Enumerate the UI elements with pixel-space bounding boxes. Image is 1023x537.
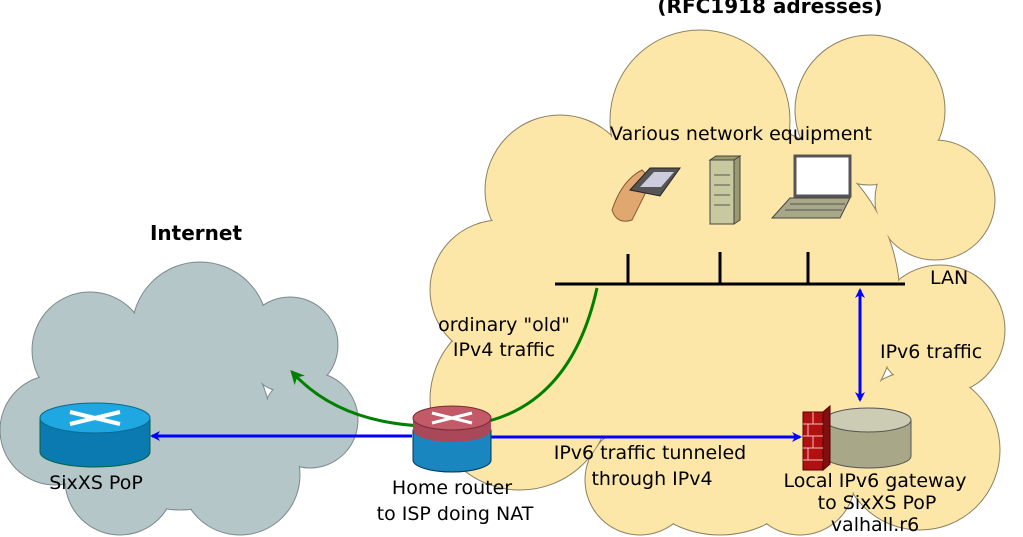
pda-icon <box>611 167 681 222</box>
gateway-label-2: to SixXS PoP <box>818 492 937 514</box>
lan-title: (RFC1918 adresses) <box>657 0 882 18</box>
lan-bus <box>555 252 905 286</box>
gateway-label-1: Local IPv6 gateway <box>784 470 967 492</box>
ipv6-traffic-label: IPv6 traffic <box>880 341 982 363</box>
internet-title: Internet <box>150 221 242 245</box>
laptop-icon <box>770 154 852 219</box>
lan-label: LAN <box>930 267 968 289</box>
gateway-label-3: valhall.r6 <box>831 514 919 536</box>
firewall-icon <box>802 404 831 472</box>
home-router-label-1: Home router <box>392 477 512 499</box>
internet-cloud <box>0 261 359 536</box>
tunnel-label-2: through IPv4 <box>591 468 712 490</box>
tunnel-label-1: IPv6 traffic tunneled <box>554 442 747 464</box>
ipv4-label-2: IPv4 traffic <box>453 339 555 361</box>
router-icon <box>412 405 492 473</box>
ipv4-label-1: ordinary "old" <box>438 314 570 336</box>
router-icon <box>39 402 151 468</box>
pop-label: SixXS PoP <box>49 472 143 494</box>
server-icon <box>708 155 742 225</box>
equipment-label: Various network equipment <box>610 123 872 145</box>
database-icon <box>824 407 912 469</box>
home-router-label-2: to ISP doing NAT <box>377 503 534 525</box>
